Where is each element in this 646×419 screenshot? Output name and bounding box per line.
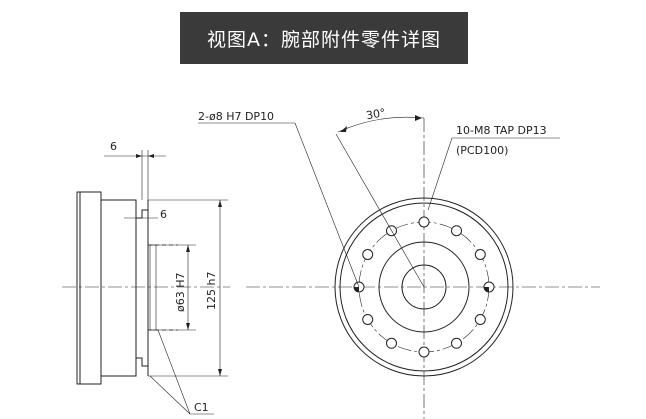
flange-body (76, 191, 102, 385)
tap-hole (418, 216, 430, 228)
hub-bottom (101, 357, 149, 377)
dim-6-top: 6 (110, 140, 117, 153)
tap-hole (451, 225, 462, 237)
front-view: 30° 2-ø8 H7 DP10 10-M8 TAP DP13 (PCD100) (198, 106, 600, 419)
bore-circle (401, 264, 447, 310)
arrow (186, 323, 190, 330)
title-banner: 视图A：腕部附件零件详图 (180, 12, 468, 64)
arrow (148, 154, 154, 158)
angle-ray (335, 133, 425, 288)
arrow (415, 115, 422, 121)
chamfer-label: C1 (194, 401, 209, 414)
outer-circle (334, 197, 514, 377)
tap-hole (451, 337, 462, 349)
arrow (136, 154, 142, 158)
tap-hole (474, 314, 486, 325)
arrow (340, 126, 347, 132)
pin-hole-mark (354, 287, 359, 292)
pin-hole-label: 2-ø8 H7 DP10 (198, 110, 274, 123)
hub-circle (378, 241, 470, 333)
bolt-holes (353, 216, 495, 358)
dim-6-mid: 6 (160, 208, 167, 221)
hub-top (101, 199, 149, 219)
arrow (218, 369, 222, 376)
tap-hole-label: 10-M8 TAP DP13 (456, 124, 547, 137)
dim-bore-label: ø63 H7 (174, 273, 187, 313)
arrow (218, 200, 222, 207)
dim-outer-label: 125 h7 (205, 272, 218, 310)
tap-hole (362, 314, 374, 325)
outer-chamfer-circle (339, 202, 509, 372)
side-view: 6 6 ø63 H7 125 h7 C1 (62, 140, 230, 415)
tap-hole (474, 249, 486, 260)
arrow (186, 245, 190, 252)
angle-label: 30° (365, 106, 386, 122)
pcd-label: (PCD100) (456, 144, 508, 157)
leader-c1-b (157, 329, 191, 415)
pin-hole-mark (484, 287, 489, 292)
bore-face (149, 244, 157, 331)
tap-leader (427, 137, 453, 211)
tap-hole (418, 346, 430, 358)
tap-hole (362, 249, 374, 260)
page-title: 视图A：腕部附件零件详图 (207, 28, 441, 51)
tap-hole (386, 337, 397, 349)
pin-leader (294, 122, 360, 288)
leader-c1-a (149, 375, 191, 415)
